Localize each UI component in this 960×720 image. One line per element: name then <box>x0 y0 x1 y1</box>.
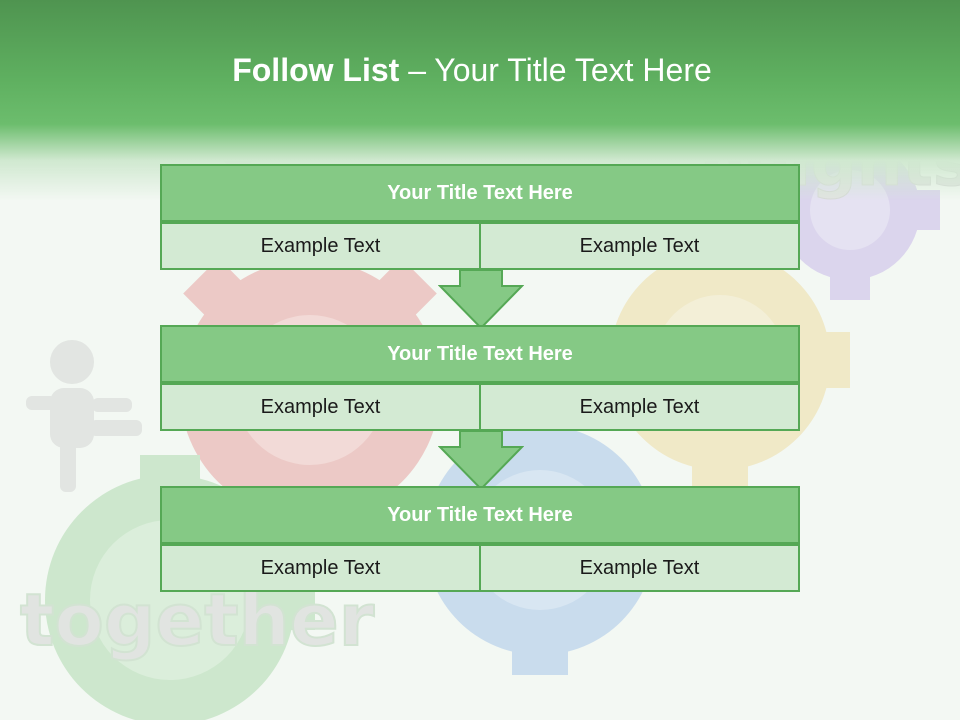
block-cell-left[interactable]: Example Text <box>160 544 480 592</box>
slide-title-rest: – Your Title Text Here <box>408 52 712 88</box>
block-title[interactable]: Your Title Text Here <box>160 486 800 544</box>
down-arrow-icon <box>438 270 524 330</box>
list-block-2: Your Title Text Here Example Text Exampl… <box>160 325 800 431</box>
block-cell-left[interactable]: Example Text <box>160 222 480 270</box>
list-block-3: Your Title Text Here Example Text Exampl… <box>160 486 800 592</box>
block-cell-right[interactable]: Example Text <box>480 383 800 431</box>
person-figure-icon <box>26 340 142 492</box>
slide-title-bold: Follow List <box>232 52 400 88</box>
slide-title: Follow List – Your Title Text Here <box>0 52 944 89</box>
block-cell-right[interactable]: Example Text <box>480 544 800 592</box>
block-cell-right[interactable]: Example Text <box>480 222 800 270</box>
block-cell-left[interactable]: Example Text <box>160 383 480 431</box>
block-title[interactable]: Your Title Text Here <box>160 325 800 383</box>
list-block-1: Your Title Text Here Example Text Exampl… <box>160 164 800 270</box>
down-arrow-icon <box>438 431 524 491</box>
block-title[interactable]: Your Title Text Here <box>160 164 800 222</box>
